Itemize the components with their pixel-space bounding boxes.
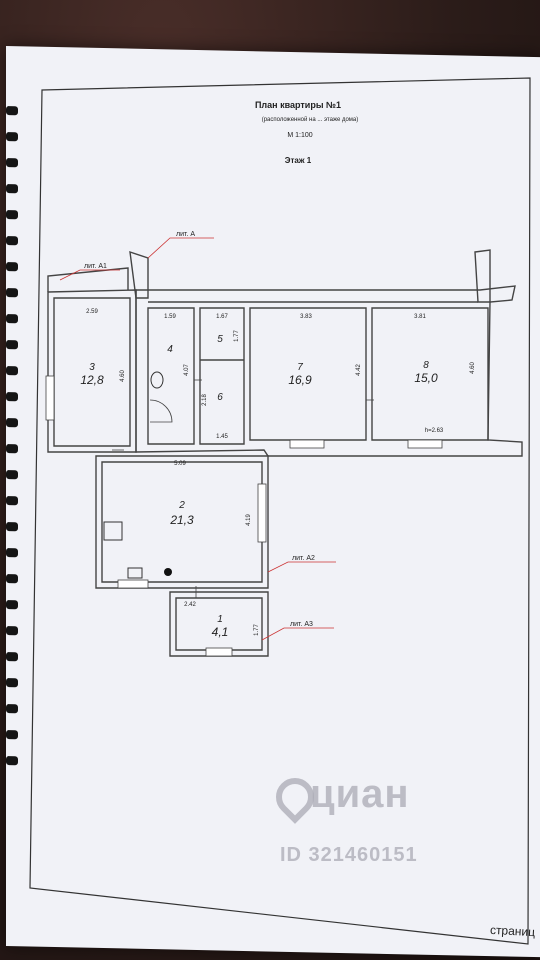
room-8-area: 15,0 — [414, 371, 438, 385]
dim-room5-width: 1.67 — [216, 314, 228, 320]
label-lit-a2: лит. А2 — [292, 555, 315, 562]
room-4-number: 4 — [167, 344, 173, 355]
watermark: циан ID 321460151 — [268, 770, 510, 872]
dim-room8-width: 3.81 — [414, 314, 426, 320]
sink-icon — [127, 567, 143, 579]
label-lit-a3: лит. А3 — [290, 621, 313, 628]
dim-room3-width: 2.59 — [86, 309, 98, 315]
gas-riser-icon — [164, 568, 172, 576]
room-7-number: 7 — [297, 362, 303, 373]
dim-room2-width: 5.09 — [174, 461, 186, 467]
walls — [47, 249, 523, 657]
fixtures — [103, 371, 172, 579]
dim-room4-width: 1.59 — [164, 314, 176, 320]
stove-icon — [103, 521, 123, 541]
watermark-brand: циан — [310, 772, 410, 816]
room-5-number: 5 — [217, 334, 223, 345]
doors — [112, 379, 374, 598]
page-footer-word: страниц — [489, 922, 536, 940]
room-3-number: 3 — [89, 362, 95, 373]
windows — [45, 375, 443, 657]
dim-room6-length: 2.18 — [202, 394, 208, 406]
room-6-number: 6 — [217, 392, 223, 403]
dim-ceiling-height: h=2.63 — [425, 428, 444, 434]
room-1-number: 1 — [217, 614, 223, 625]
watermark-id: ID 321460151 — [280, 844, 418, 866]
plan-floor: Этаж 1 — [285, 156, 312, 165]
room-8-number: 8 — [423, 360, 429, 371]
room-labels: 3 12,8 4 5 6 7 16,9 8 15,0 2 21,3 1 4,1 — [80, 334, 438, 639]
dim-room2-length: 4.19 — [246, 514, 252, 526]
dim-room1-length: 1.77 — [254, 624, 260, 636]
dimension-labels: 2.59 1.59 1.67 3.83 3.81 5.09 1.45 2.42 … — [86, 309, 476, 636]
dim-room4-length: 4.07 — [184, 364, 190, 376]
label-lit-a: лит. А — [176, 231, 195, 238]
label-lit-a1: лит. А1 — [84, 263, 107, 270]
dim-room8-length: 4.60 — [470, 362, 476, 374]
room-2-area: 21,3 — [169, 513, 194, 527]
plan-title: План квартиры №1 — [255, 100, 341, 110]
toilet-icon — [150, 371, 164, 389]
dim-room6-width: 1.45 — [216, 434, 228, 440]
dim-room7-width: 3.83 — [300, 314, 312, 320]
room-2-number: 2 — [178, 500, 185, 511]
room-3-area: 12,8 — [80, 373, 104, 387]
plan-subtitle: (расположенной на ... этаже дома) — [262, 116, 359, 123]
page-frame — [29, 77, 531, 945]
room-7-area: 16,9 — [288, 373, 312, 387]
letter-callouts: лит. А лит. А1 лит. А2 лит. А3 — [59, 231, 336, 641]
dim-room5-length: 1.77 — [234, 330, 240, 342]
dim-room7-length: 4.42 — [356, 364, 362, 376]
dim-room3-length: 4.60 — [120, 370, 126, 382]
room-1-area: 4,1 — [212, 625, 229, 639]
plan-scale: М 1:100 — [287, 132, 312, 139]
dim-room1-width: 2.42 — [184, 602, 196, 608]
